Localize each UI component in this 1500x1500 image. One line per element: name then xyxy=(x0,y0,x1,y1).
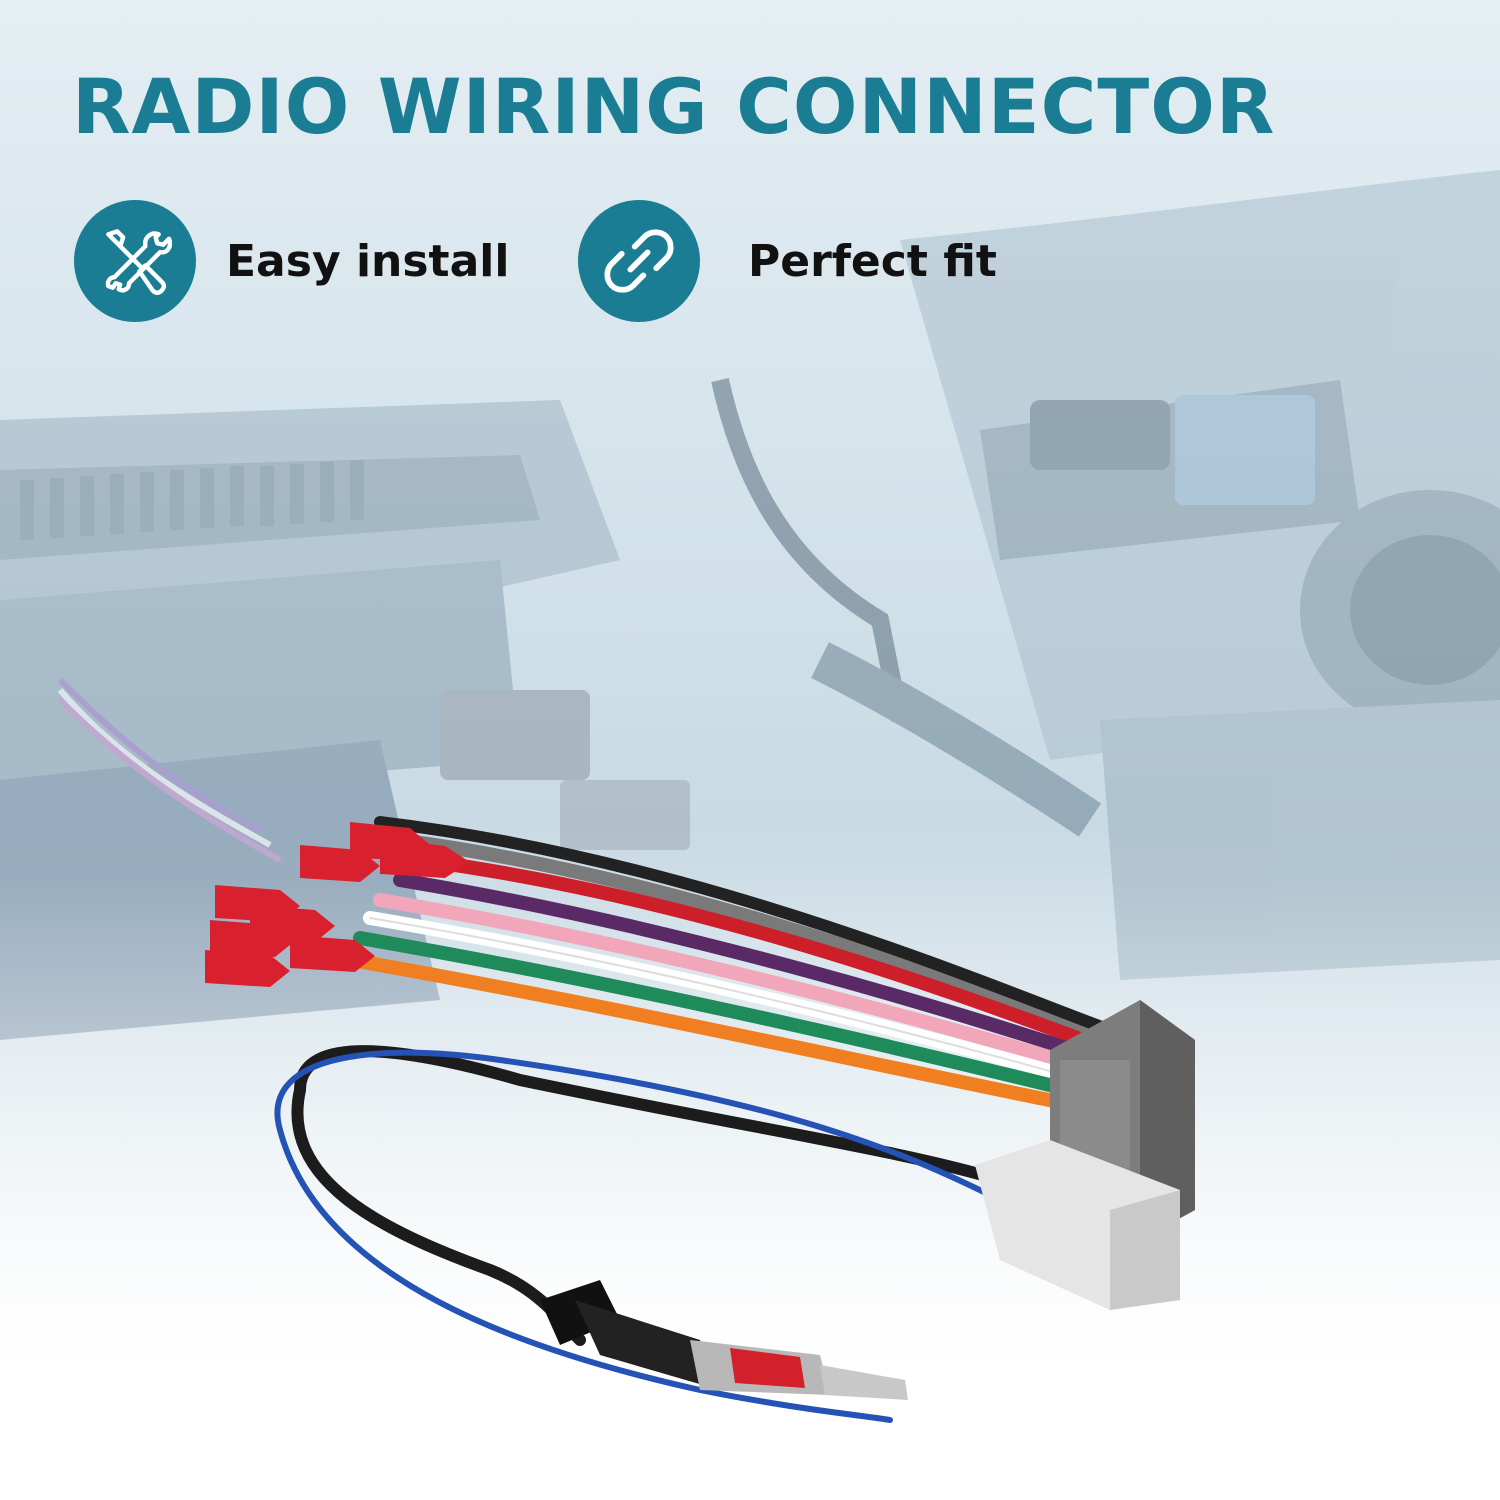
feature-label: Perfect fit xyxy=(748,235,997,287)
tools-icon xyxy=(105,229,172,296)
link-icon xyxy=(604,229,674,293)
feature-badge xyxy=(74,200,196,322)
antenna-plug xyxy=(540,1280,908,1400)
feature-perfect-fit: Perfect fit xyxy=(578,200,997,322)
page-title: RADIO WIRING CONNECTOR xyxy=(72,62,1276,151)
bullet-terminals xyxy=(205,822,470,987)
dashboard-background xyxy=(0,170,1500,1040)
secondary-connector xyxy=(975,1140,1180,1310)
feature-badge xyxy=(578,200,700,322)
feature-label: Easy install xyxy=(226,235,510,287)
feature-easy-install: Easy install xyxy=(74,200,509,322)
harness-wires xyxy=(274,816,1117,1423)
